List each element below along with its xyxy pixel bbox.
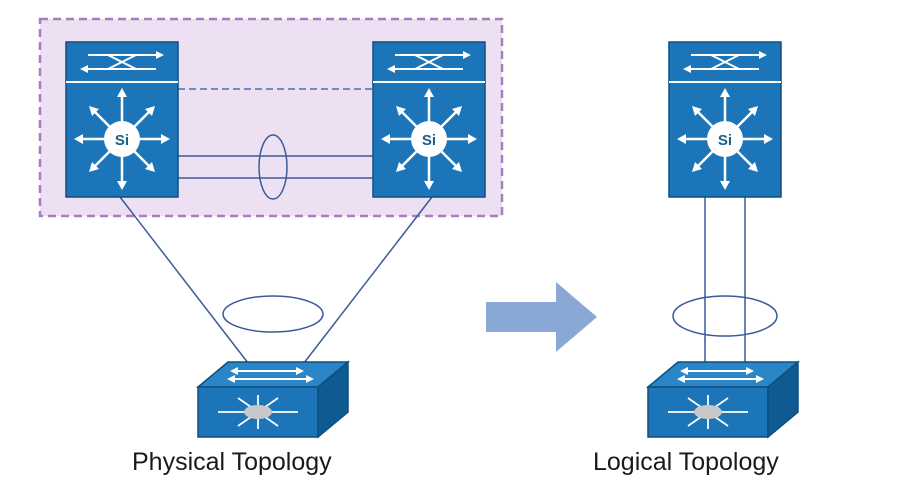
core-switch-right-icon: Si [371, 40, 487, 199]
core-switch-left-icon: Si [64, 40, 180, 199]
uplink-right [296, 196, 433, 373]
si-label: Si [422, 132, 436, 149]
access-switch-physical-icon [197, 361, 349, 438]
logical-topology-caption: Logical Topology [593, 448, 779, 476]
physical-topology-caption: Physical Topology [132, 448, 332, 476]
si-label: Si [718, 132, 732, 149]
core-switch-logical-icon: Si [667, 40, 783, 199]
access-switch-logical-icon [647, 361, 799, 438]
uplink-left [119, 196, 256, 373]
si-label: Si [115, 132, 129, 149]
vsl-bundle-ring [258, 134, 288, 200]
logical-bundle-ring [672, 295, 778, 337]
uplink-bundle-ring [222, 295, 324, 333]
right-arrow-icon [486, 282, 597, 352]
